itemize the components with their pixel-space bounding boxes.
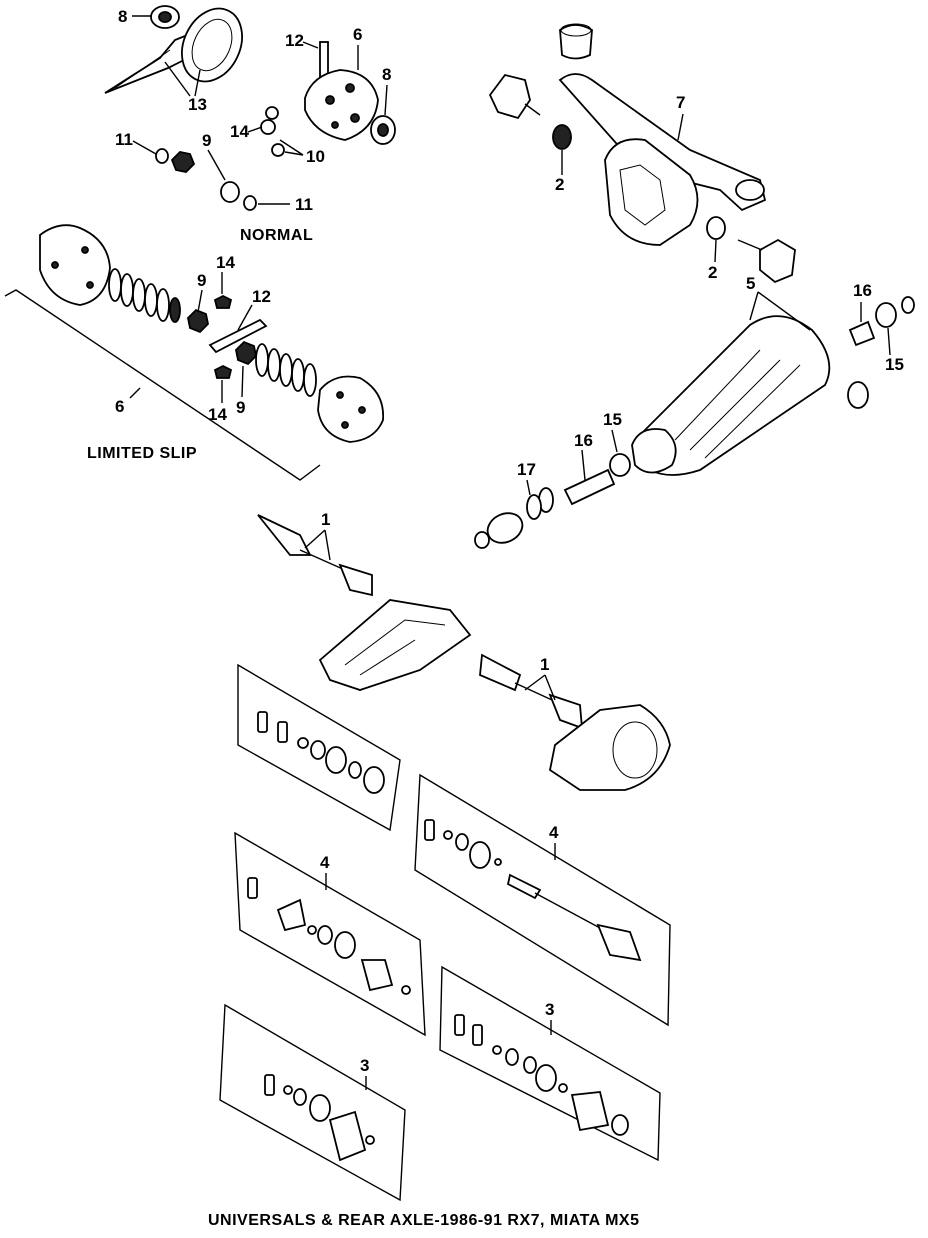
callout-9: 9 — [197, 271, 206, 290]
driveshaft-group: 1 1 — [257, 510, 671, 791]
pinion-seal — [552, 124, 572, 150]
callout-7: 7 — [676, 93, 685, 112]
callout-11: 11 — [295, 195, 313, 214]
ring-gear — [181, 7, 243, 83]
callout-6: 6 — [353, 25, 362, 44]
pinion-gear-small — [265, 106, 279, 120]
differential-mount-arm — [558, 73, 767, 212]
lsd-case-right — [317, 375, 384, 443]
callout-12: 12 — [285, 31, 304, 50]
limited-slip-group: 9 14 12 14 9 6 LIMITED SLIP — [4, 224, 384, 481]
normal-label: NORMAL — [240, 227, 313, 244]
bushing-16 — [848, 320, 876, 347]
callout-14: 14 — [230, 122, 249, 141]
lsd-case-left — [39, 224, 111, 306]
callout-11: 11 — [115, 130, 133, 149]
oil-seal-15 — [875, 302, 897, 328]
callout-12: 12 — [252, 287, 271, 306]
callout-17: 17 — [517, 460, 536, 479]
callout-16: 16 — [574, 431, 593, 450]
callout-4: 4 — [549, 823, 559, 842]
cv-joint-inner-left — [257, 514, 312, 556]
callout-16: 16 — [853, 281, 872, 300]
lsd-side-gear — [187, 308, 209, 334]
callout-9: 9 — [202, 131, 211, 150]
mount-bushing — [559, 24, 593, 60]
companion-flange — [488, 73, 531, 120]
callout-8: 8 — [382, 65, 391, 84]
axle-spacer-16 — [563, 468, 616, 506]
callout-4: 4 — [320, 853, 330, 872]
thrust-washer-right — [243, 195, 257, 211]
callout-2: 2 — [708, 263, 717, 282]
diagram-title: UNIVERSALS & REAR AXLE-1986-91 RX7, MIAT… — [208, 1212, 639, 1229]
callout-8: 8 — [118, 7, 127, 26]
thrust-washer — [155, 148, 169, 164]
boot-kit-box-3-left: 3 — [219, 1003, 406, 1202]
housing-flange — [631, 428, 677, 474]
callout-14: 14 — [216, 253, 235, 272]
side-seal — [706, 216, 726, 240]
lsd-pinion-lower — [213, 364, 233, 379]
callout-5: 5 — [746, 274, 755, 293]
cv-joint-inner-right — [479, 653, 522, 692]
side-gear-right — [220, 181, 240, 203]
lsd-pinion — [213, 294, 233, 309]
shaft-kit-box-4-left: 4 — [234, 831, 426, 1037]
callout-3: 3 — [360, 1056, 369, 1075]
shaft-kit-box-4-right: 4 — [414, 773, 671, 1027]
mount-eye — [735, 179, 765, 201]
differential-case — [304, 69, 379, 141]
rear-knuckle-brake — [548, 704, 671, 791]
differential-carrier — [604, 138, 699, 246]
callout-2: 2 — [555, 175, 564, 194]
lsd-side-gear-right — [235, 340, 257, 366]
lsd-clutch-pack-right — [255, 343, 317, 397]
axle-housing-group: 5 16 15 16 15 17 — [474, 274, 915, 549]
callout-10: 10 — [306, 147, 325, 166]
side-flange — [759, 238, 796, 284]
outer-seal — [847, 381, 869, 409]
limited-slip-label: LIMITED SLIP — [87, 445, 197, 462]
seal-15-lower — [609, 453, 631, 477]
rear-subframe — [318, 599, 472, 691]
cv-boot-left — [338, 563, 373, 597]
callout-9: 9 — [236, 398, 245, 417]
callout-14: 14 — [208, 405, 227, 424]
callout-1: 1 — [540, 655, 549, 674]
normal-differential-group: 8 13 12 6 8 14 10 11 9 — [104, 5, 396, 244]
callout-15: 15 — [603, 410, 622, 429]
boot-kit-box-1 — [237, 663, 401, 832]
callout-15: 15 — [885, 355, 904, 374]
side-gear — [170, 151, 196, 173]
lsd-cross-shaft — [208, 318, 268, 354]
lsd-clutch-pack-left — [108, 268, 181, 323]
boot-kit-box-3-right: 3 — [439, 965, 661, 1162]
callout-1: 1 — [321, 510, 330, 529]
callout-13: 13 — [188, 95, 207, 114]
callout-6: 6 — [115, 397, 124, 416]
callout-3: 3 — [545, 1000, 554, 1019]
axle-housing — [633, 315, 831, 476]
axle-bearing-17 — [526, 494, 542, 520]
differential-housing-group: 7 2 2 — [488, 23, 796, 284]
